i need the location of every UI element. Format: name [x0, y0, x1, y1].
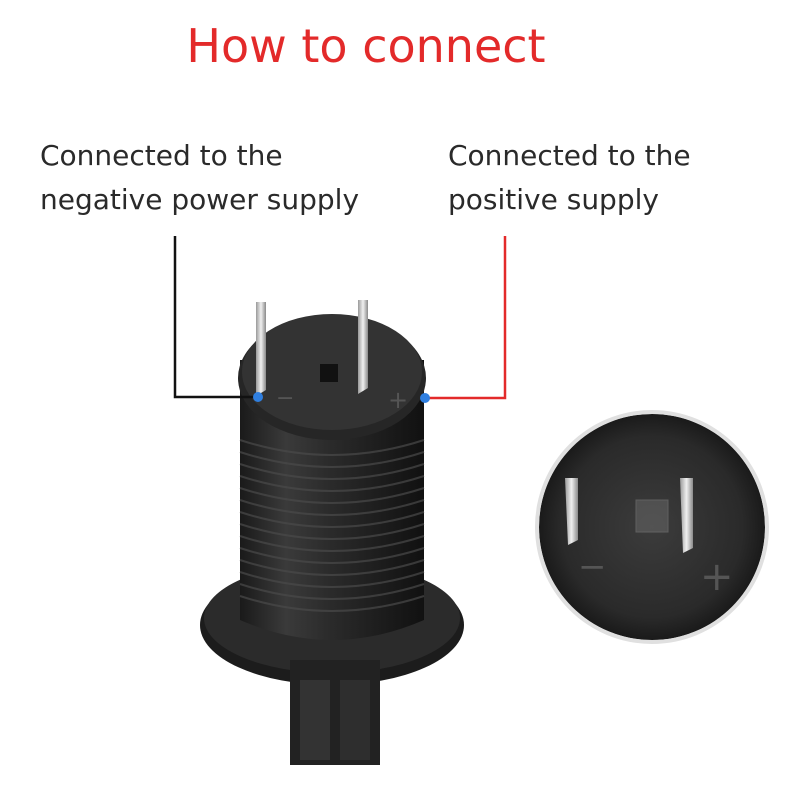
positive-mark: +: [388, 386, 408, 414]
socket-body: [238, 314, 426, 640]
positive-label-line2: positive supply: [448, 183, 659, 216]
negative-terminal-dot: [253, 392, 263, 402]
positive-terminal-dot: [420, 393, 430, 403]
negative-label-line2: negative power supply: [40, 183, 360, 216]
terminal-pins: [256, 300, 368, 396]
zoom-positive-mark: +: [700, 554, 734, 600]
negative-supply-label: Connected to the negative power supply: [40, 134, 359, 222]
negative-label-line1: Connected to the: [40, 139, 283, 172]
page-title: How to connect: [186, 19, 546, 73]
positive-supply-label: Connected to the positive supply: [448, 134, 691, 222]
positive-label-line1: Connected to the: [448, 139, 691, 172]
positive-wire: [425, 236, 507, 400]
zoom-negative-mark: −: [578, 547, 607, 587]
negative-mark: −: [276, 386, 294, 411]
zoom-detail-circle: − +: [535, 410, 769, 644]
negative-wire: [173, 236, 258, 399]
